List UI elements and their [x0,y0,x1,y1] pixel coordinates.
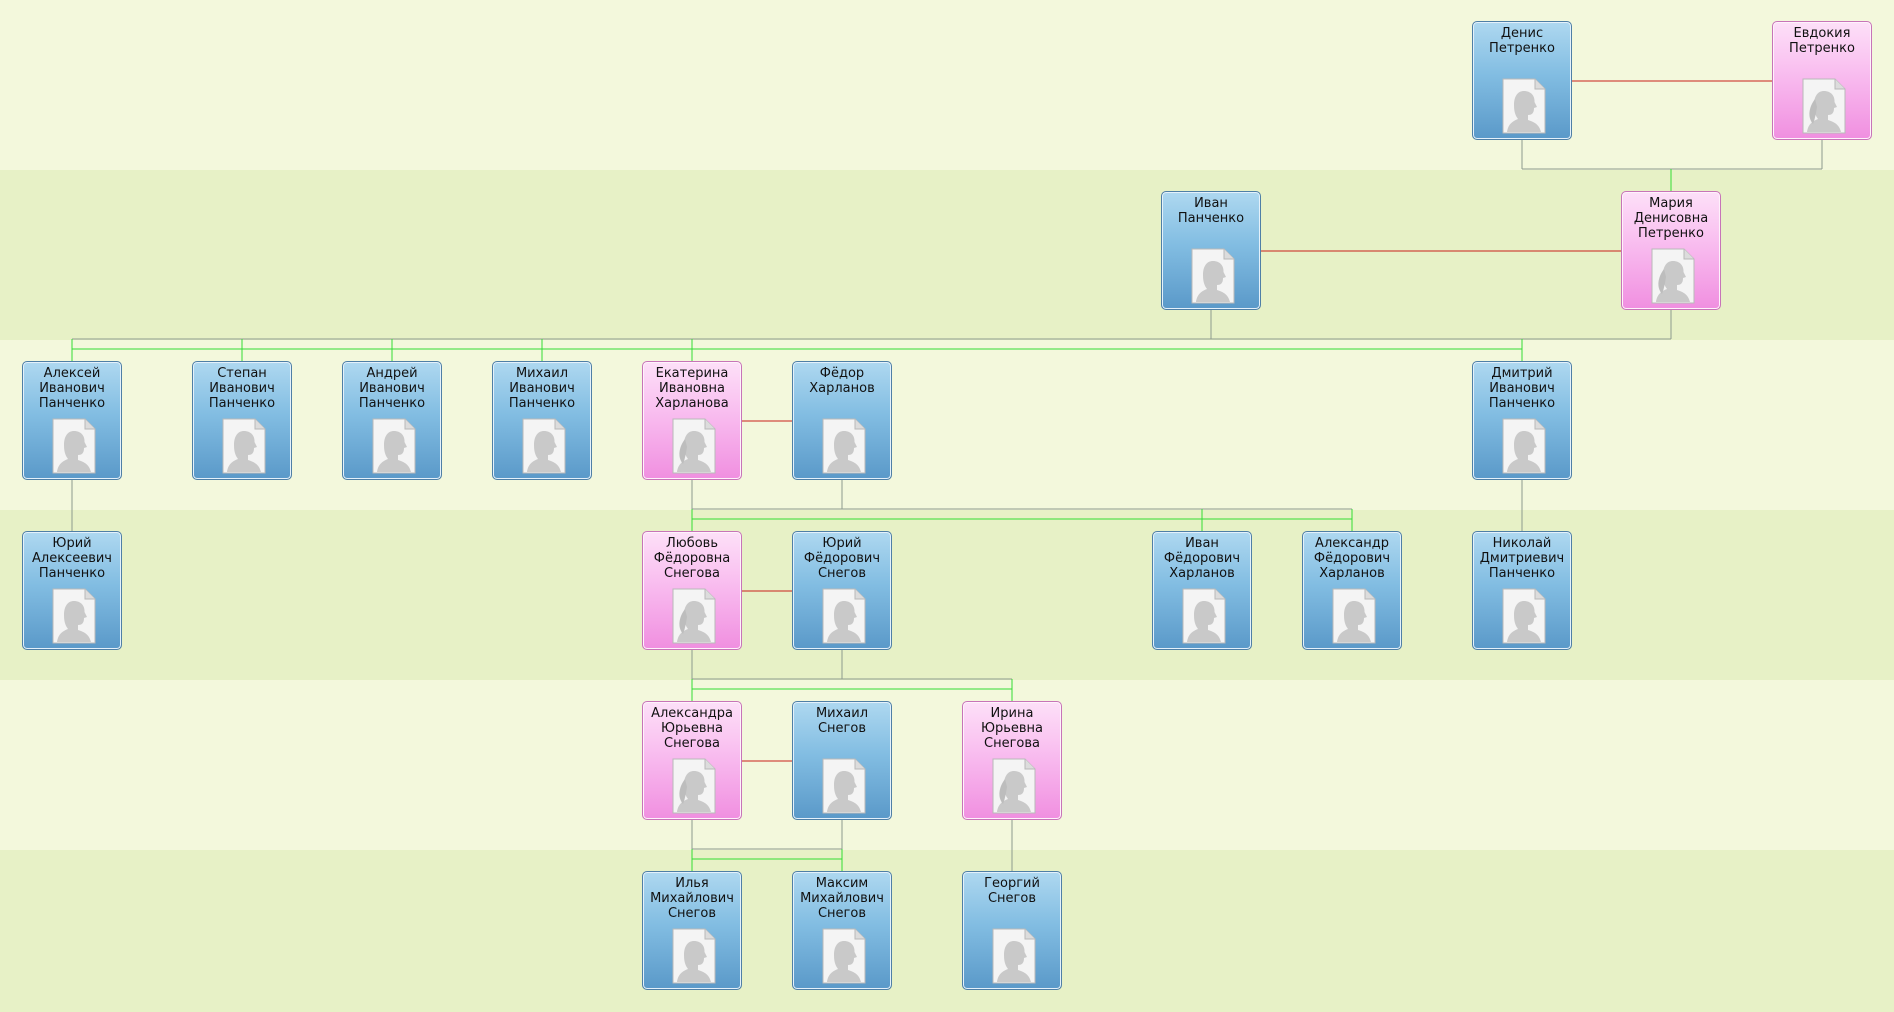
person-card-andrey[interactable]: Андрей Иванович Панченко [342,361,442,480]
generation-row [0,850,1894,1012]
person-name: Алексей Иванович Панченко [38,366,106,411]
person-name: Александр Фёдорович Харланов [1313,536,1391,581]
person-card-nikolay[interactable]: Николай Дмитриевич Панченко [1472,531,1572,650]
female-silhouette-icon [1650,247,1696,305]
person-name: Любовь Фёдоровна Снегова [653,536,731,581]
person-card-mikhail_s[interactable]: Михаил Снегов [792,701,892,820]
person-card-irina[interactable]: Ирина Юрьевна Снегова [962,701,1062,820]
person-name: Денис Петренко [1489,26,1555,56]
male-silhouette-icon [51,587,97,645]
male-silhouette-icon [821,587,867,645]
male-silhouette-icon [221,417,267,475]
person-card-aleksandra[interactable]: Александра Юрьевна Снегова [642,701,742,820]
generation-row [0,0,1894,170]
female-silhouette-icon [671,587,717,645]
male-silhouette-icon [1501,417,1547,475]
person-card-aleksey[interactable]: Алексей Иванович Панченко [22,361,122,480]
male-silhouette-icon [1190,247,1236,305]
person-card-ivan_f[interactable]: Иван Фёдорович Харланов [1152,531,1252,650]
person-card-ivan[interactable]: Иван Панченко [1161,191,1261,310]
person-name: Юрий Алексеевич Панченко [32,536,112,581]
person-name: Александра Юрьевна Снегова [651,706,733,751]
generation-row [0,510,1894,680]
male-silhouette-icon [1501,77,1547,135]
person-card-ekaterina[interactable]: Екатерина Ивановна Харланова [642,361,742,480]
person-name: Степан Иванович Панченко [208,366,276,411]
person-name: Иван Панченко [1177,196,1245,226]
person-card-mikhail_i[interactable]: Михаил Иванович Панченко [492,361,592,480]
person-card-dmitriy[interactable]: Дмитрий Иванович Панченко [1472,361,1572,480]
person-name: Ирина Юрьевна Снегова [980,706,1044,751]
person-card-denis[interactable]: Денис Петренко [1472,21,1572,140]
person-card-evdokiya[interactable]: Евдокия Петренко [1772,21,1872,140]
generation-row [0,680,1894,850]
male-silhouette-icon [1331,587,1377,645]
generation-row [0,170,1894,340]
male-silhouette-icon [371,417,417,475]
person-name: Иван Фёдорович Харланов [1163,536,1241,581]
female-silhouette-icon [1801,77,1847,135]
person-card-ilya[interactable]: Илья Михайлович Снегов [642,871,742,990]
person-name: Николай Дмитриевич Панченко [1479,536,1565,581]
person-name: Екатерина Ивановна Харланова [655,366,729,411]
person-card-yuriy_f[interactable]: Юрий Фёдорович Снегов [792,531,892,650]
male-silhouette-icon [821,417,867,475]
person-name: Михаил Иванович Панченко [508,366,576,411]
person-card-lyubov[interactable]: Любовь Фёдоровна Снегова [642,531,742,650]
generation-row [0,340,1894,510]
male-silhouette-icon [671,927,717,985]
person-name: Андрей Иванович Панченко [358,366,426,411]
male-silhouette-icon [51,417,97,475]
person-name: Илья Михайлович Снегов [650,876,734,921]
female-silhouette-icon [671,417,717,475]
person-name: Евдокия Петренко [1789,26,1855,56]
male-silhouette-icon [521,417,567,475]
person-card-mariya[interactable]: Мария Денисовна Петренко [1621,191,1721,310]
male-silhouette-icon [1181,587,1227,645]
person-name: Мария Денисовна Петренко [1633,196,1709,241]
person-name: Юрий Фёдорович Снегов [803,536,881,581]
person-name: Георгий Снегов [984,876,1040,906]
male-silhouette-icon [821,757,867,815]
person-card-aleksandr_f[interactable]: Александр Фёдорович Харланов [1302,531,1402,650]
person-card-fedor[interactable]: Фёдор Харланов [792,361,892,480]
female-silhouette-icon [991,757,1037,815]
person-name: Фёдор Харланов [809,366,875,396]
person-card-stepan[interactable]: Степан Иванович Панченко [192,361,292,480]
person-name: Дмитрий Иванович Панченко [1488,366,1556,411]
female-silhouette-icon [671,757,717,815]
person-name: Максим Михайлович Снегов [800,876,884,921]
person-card-georgiy[interactable]: Георгий Снегов [962,871,1062,990]
person-card-yuriy_a[interactable]: Юрий Алексеевич Панченко [22,531,122,650]
male-silhouette-icon [1501,587,1547,645]
male-silhouette-icon [821,927,867,985]
person-card-maksim[interactable]: Максим Михайлович Снегов [792,871,892,990]
person-name: Михаил Снегов [815,706,869,736]
male-silhouette-icon [991,927,1037,985]
